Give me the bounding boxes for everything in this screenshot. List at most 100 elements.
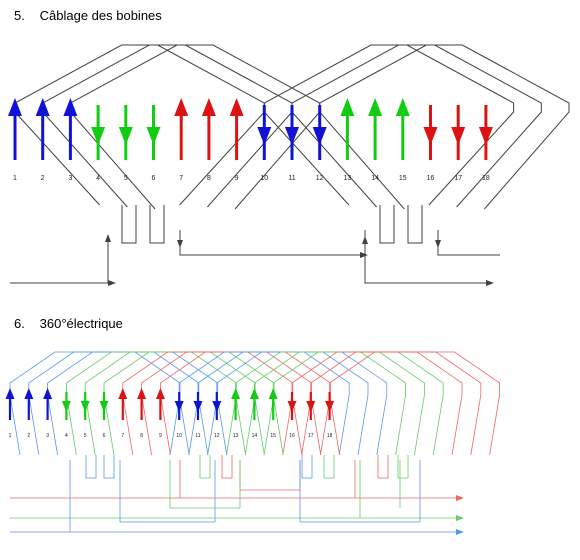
arrow-icon — [435, 240, 441, 248]
arrow-up-icon — [229, 98, 244, 116]
slot-number: 2 — [27, 433, 30, 439]
slot-number: 6 — [152, 175, 156, 182]
coil-outline — [235, 351, 407, 456]
slot-number: 11 — [288, 175, 295, 182]
coil-slot-arrows — [8, 98, 493, 160]
slot-number: 5 — [124, 175, 128, 182]
electrical-360-wiring-diagram — [9, 351, 501, 535]
arrow-up-icon — [24, 388, 34, 399]
slot-number: 9 — [235, 175, 239, 182]
arrow-up-icon — [63, 98, 78, 116]
coil-outline — [42, 44, 293, 208]
coil-end-loop — [407, 205, 423, 244]
arrow-up-icon — [5, 388, 15, 399]
coil-end-loop — [85, 455, 97, 479]
arrow-icon — [456, 495, 464, 501]
slot-number: 15 — [270, 433, 276, 439]
arrow-icon — [486, 280, 494, 286]
slot-number: 10 — [260, 175, 268, 182]
arrow-up-icon — [231, 388, 241, 399]
coil-outline — [159, 351, 331, 456]
electrical-360-slot-arrows — [5, 388, 335, 420]
arrow-down-icon — [257, 127, 272, 145]
coil-outline — [329, 351, 501, 456]
coil-outline — [216, 351, 388, 456]
coil-outline — [9, 351, 181, 456]
arrow-up-icon — [268, 388, 278, 399]
arrow-down-icon — [91, 127, 106, 145]
slot-number: 12 — [316, 175, 324, 182]
arrow-down-icon — [146, 127, 161, 145]
slot-number: 13 — [344, 175, 352, 182]
arrow-down-icon — [478, 127, 493, 145]
section-5-title: Câblage des bobines — [39, 8, 162, 23]
arrow-down-icon — [285, 127, 299, 145]
arrow-icon — [360, 252, 368, 258]
slot-number: 7 — [179, 175, 183, 182]
coil-outline — [84, 351, 256, 456]
end-line — [437, 230, 500, 256]
arrow-down-icon — [118, 127, 133, 145]
section-6-heading: 6. 360°électrique — [14, 316, 123, 331]
slot-number: 5 — [84, 433, 87, 439]
coil-end-loop — [121, 205, 137, 244]
arrow-down-icon — [451, 127, 466, 145]
coil-end-loop — [221, 455, 233, 479]
arrow-down-icon — [423, 127, 438, 145]
coil-outline — [197, 351, 369, 456]
arrow-icon — [456, 515, 464, 521]
arrow-icon — [362, 236, 368, 244]
coil-end-loop — [377, 455, 389, 479]
coil-end-loop — [397, 455, 409, 479]
slot-number: 17 — [308, 433, 314, 439]
slot-number: 4 — [96, 175, 100, 182]
arrow-down-icon — [193, 401, 203, 412]
slot-number: 1 — [9, 433, 12, 439]
arrow-up-icon — [35, 98, 50, 116]
return-line — [364, 230, 490, 284]
coil-outline — [28, 351, 200, 456]
coil-end-loop — [199, 455, 211, 479]
slot-number: 1 — [13, 175, 17, 182]
arrow-down-icon — [287, 401, 297, 412]
arrow-icon — [108, 280, 116, 286]
slot-number: 4 — [65, 433, 68, 439]
slot-number: 15 — [399, 175, 407, 182]
arrow-up-icon — [368, 98, 383, 116]
coil-outline — [47, 351, 219, 456]
slot-number: 11 — [195, 433, 200, 439]
arrow-down-icon — [306, 401, 316, 412]
arrow-up-icon — [43, 388, 53, 399]
section-6-title: 360°électrique — [39, 316, 123, 331]
slot-number: 18 — [327, 433, 333, 439]
arrow-down-icon — [174, 401, 184, 412]
arrow-up-icon — [137, 388, 147, 399]
arrow-icon — [177, 240, 183, 248]
slot-number: 10 — [176, 433, 182, 439]
arrow-up-icon — [395, 98, 410, 116]
arrow-up-icon — [174, 98, 189, 116]
coil-end-loop — [379, 205, 395, 244]
arrow-down-icon — [99, 401, 109, 412]
coil-outline — [178, 351, 350, 456]
link-line — [179, 230, 365, 256]
supply-line — [10, 238, 109, 284]
arrow-down-icon — [325, 401, 335, 412]
arrow-up-icon — [340, 98, 355, 116]
arrow-up-icon — [118, 388, 128, 399]
slot-number: 8 — [140, 433, 143, 439]
coil-outline — [141, 351, 313, 456]
arrow-icon — [456, 529, 464, 535]
section-5-heading: 5. Câblage des bobines — [14, 8, 162, 23]
coil-wiring-diagram — [10, 44, 570, 286]
slot-number: 18 — [482, 175, 490, 182]
arrow-down-icon — [312, 127, 327, 145]
section-5-number: 5. — [14, 8, 25, 23]
slot-number: 16 — [289, 433, 295, 439]
slot-number: 14 — [371, 175, 379, 182]
slot-number: 6 — [103, 433, 106, 439]
coil-outline — [263, 44, 515, 206]
